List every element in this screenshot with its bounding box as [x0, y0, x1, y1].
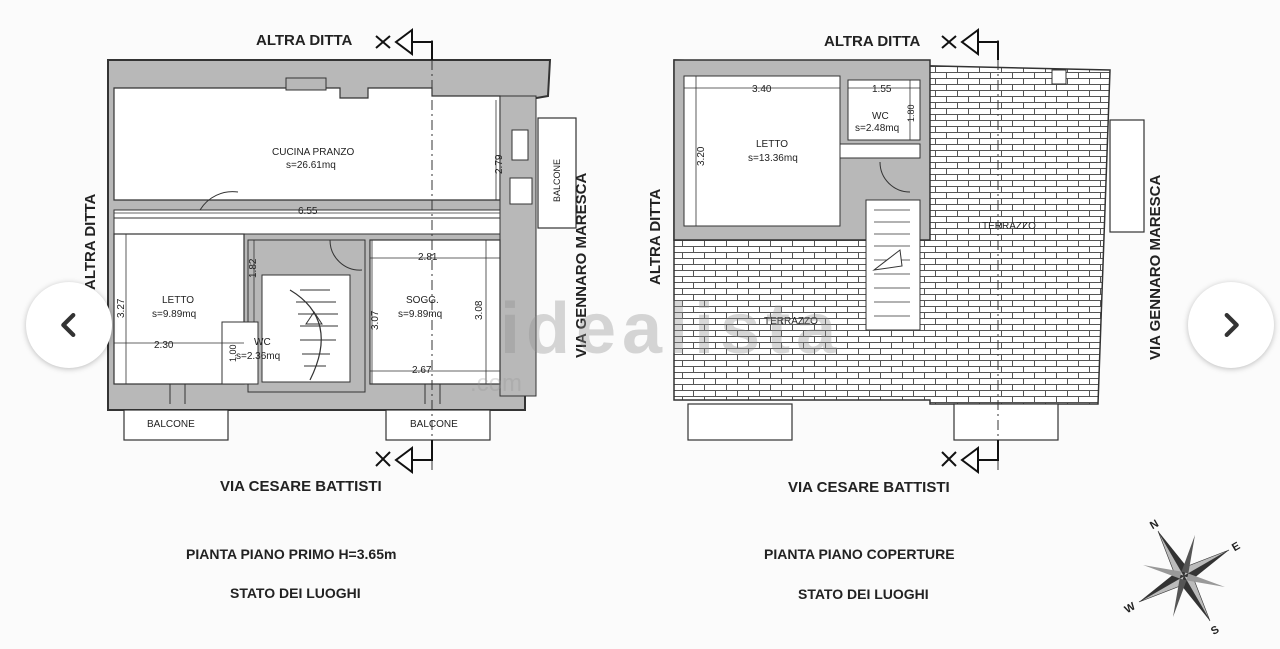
- compass-w-label: W: [1123, 600, 1139, 616]
- terrazzo-right-label: TERRAZZO: [982, 221, 1036, 232]
- room-wc-name: WC: [254, 337, 271, 348]
- compass-s-label: S: [1209, 624, 1221, 638]
- dim-3-07: 3.07: [370, 310, 381, 330]
- left-side-label: ALTRA DITTA: [82, 193, 99, 290]
- room-cucina-name: CUCINA PRANZO: [272, 147, 354, 158]
- dim-2-81: 2.81: [418, 252, 438, 263]
- previous-image-button[interactable]: [26, 282, 112, 368]
- compass-e-label: E: [1230, 540, 1242, 554]
- right-top-label: ALTRA DITTA: [824, 33, 921, 50]
- room-letto-name: LETTO: [162, 295, 194, 306]
- right-floor-plan: ALTRA DITTA ALTRA DITTA VIA GENNARO MARE…: [647, 28, 1164, 602]
- dim-1-80: 1.80: [906, 104, 916, 122]
- dim-3-20: 3.20: [696, 146, 707, 166]
- dim-1-55: 1.55: [872, 84, 892, 95]
- left-bottom-street-label: VIA CESARE BATTISTI: [220, 478, 382, 495]
- dim-3-27: 3.27: [116, 298, 127, 318]
- room-wc-area: s=2.36mq: [236, 351, 280, 362]
- dim-3-08: 3.08: [474, 300, 485, 320]
- left-top-label: ALTRA DITTA: [256, 32, 353, 49]
- dim-2-67: 2.67: [412, 365, 432, 376]
- left-plan-subtitle: STATO DEI LUOGHI: [230, 585, 361, 601]
- room-wc-upper-name: WC: [872, 111, 889, 122]
- room-letto-upper-name: LETTO: [756, 139, 788, 150]
- dim-1-82: 1.82: [248, 258, 259, 278]
- chevron-left-icon: [61, 312, 76, 338]
- balcone-bottom-left-label: BALCONE: [147, 419, 195, 430]
- room-wc-upper-area: s=2.48mq: [855, 123, 899, 134]
- dim-6-55: 6.55: [298, 206, 318, 217]
- left-floor-plan: ALTRA DITTA ALTRA DITTA VIA GENNARO MARE…: [82, 28, 590, 601]
- balcone-bottom-right-label: BALCONE: [410, 419, 458, 430]
- room-sogg-area: s=9.89mq: [398, 309, 442, 320]
- dim-3-40: 3.40: [752, 84, 772, 95]
- chevron-right-icon: [1224, 312, 1239, 338]
- compass-n-label: N: [1148, 518, 1161, 532]
- room-letto-upper-area: s=13.36mq: [748, 153, 798, 164]
- next-image-button[interactable]: [1188, 282, 1274, 368]
- right-plan-subtitle: STATO DEI LUOGHI: [798, 586, 929, 602]
- dim-2-79: 2.79: [494, 154, 505, 174]
- dim-2-30: 2.30: [154, 340, 174, 351]
- terrazzo-left-label: TERRAZZO: [764, 316, 818, 327]
- room-letto-area: s=9.89mq: [152, 309, 196, 320]
- left-plan-title: PIANTA PIANO PRIMO H=3.65m: [186, 546, 396, 562]
- left-right-street-label: VIA GENNARO MARESCA: [573, 173, 590, 358]
- balcone-right-label: BALCONE: [552, 159, 562, 202]
- room-sogg-name: SOGG.: [406, 295, 439, 306]
- right-bottom-street-label: VIA CESARE BATTISTI: [788, 479, 950, 496]
- room-cucina-area: s=26.61mq: [286, 160, 336, 171]
- right-right-street-label: VIA GENNARO MARESCA: [1147, 175, 1164, 360]
- dim-1-00: 1.00: [228, 344, 238, 362]
- compass-rose-icon: N S E W: [1123, 518, 1243, 638]
- right-side-label: ALTRA DITTA: [647, 188, 664, 285]
- right-plan-title: PIANTA PIANO COPERTURE: [764, 546, 955, 562]
